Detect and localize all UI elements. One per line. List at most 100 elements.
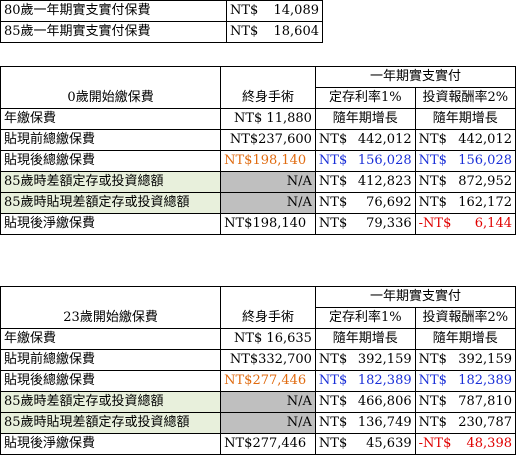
cell-c[interactable]: NT$ 230,787 [414,412,516,434]
amount: 412,823 [357,174,412,189]
amount: 466,806 [357,394,412,409]
cell-b[interactable]: NT$412,823 [314,171,416,193]
table-row: 貼現後淨繳保費 NT$277,446 NT$45,639 -NT$ 48,398 [0,433,516,455]
cell-a[interactable]: NT$332,700 [220,349,316,371]
col-deposit-rate[interactable]: 定存利率1% [314,87,416,109]
currency: NT$ [318,373,348,388]
cell-a[interactable]: NT$198,140 [220,150,316,172]
cell-a[interactable]: NT$ 11,880 [220,108,316,130]
currency: NT$ [418,373,447,388]
cell-b[interactable]: NT$136,749 [314,412,416,434]
currency: -NT$ [418,436,452,451]
cell-b[interactable]: NT$392,159 [314,349,416,371]
cell-b[interactable]: NT$76,692 [314,192,416,214]
row-label[interactable]: 貼現後淨繳保費 [0,213,222,235]
col-deposit-rate[interactable]: 定存利率1% [314,307,416,329]
amount: 442,012 [458,132,512,147]
cell-b[interactable]: NT$45,639 [314,433,416,455]
row-label[interactable]: 年繳保費 [0,328,222,350]
table-row: 貼現後總繳保費 NT$198,140 NT$156,028 NT$156,028 [0,150,516,172]
cell-b[interactable]: 隨年期增長 [314,328,416,350]
amount: 230,787 [458,415,512,430]
table-row: 85歲一年期實支實付保費 NT$18,604 [0,21,323,43]
currency: NT$ [418,132,447,147]
cell-c[interactable]: NT$ 156,028 [414,150,516,172]
cell-c[interactable]: NT$ 872,952 [414,171,516,193]
cell-a[interactable]: NT$237,600 [220,129,316,151]
amount: 156,028 [458,153,512,168]
cell-b[interactable]: NT$ 442,012 [314,129,416,151]
row-label[interactable]: 85歲時貼現差額定存或投資總額 [0,192,222,214]
cell-a[interactable]: N/A [220,171,316,193]
cell-c[interactable]: -NT$ 6,144 [414,213,516,235]
cell-b[interactable]: NT$156,028 [314,150,416,172]
cell-b[interactable]: NT$466,806 [314,391,416,413]
cell-a[interactable]: N/A [220,391,316,413]
section-age0-table: 0歲開始繳保費 終身手術 一年期實支實付 定存利率1% 投資報酬率2% 年繳保費… [0,66,516,235]
cell-a[interactable]: NT$ 16,635 [220,328,316,350]
row-label[interactable]: 貼現前總繳保費 [0,129,222,151]
cell-b[interactable]: 隨年期增長 [314,108,416,130]
cell-b[interactable]: NT$79,336 [314,213,416,235]
table-row: 85歲時貼現差額定存或投資總額 N/A NT$136,749 NT$ 230,78… [0,412,516,434]
cell-a[interactable]: NT$277,446 [220,370,316,392]
amount: 136,749 [357,415,412,430]
cell-b[interactable]: NT$182,389 [314,370,416,392]
cell-c[interactable]: -NT$ 48,398 [414,433,516,455]
cell-a[interactable]: NT$198,140 [220,213,316,235]
table-row: 85歲時貼現差額定存或投資總額 N/A NT$76,692 NT$ 162,172 [0,192,516,214]
currency: NT$ [318,153,348,168]
row-label[interactable]: 貼現後淨繳保費 [0,433,222,455]
currency: NT$ [318,216,348,231]
col-lifetime-surgery[interactable]: 終身手術 [220,286,316,329]
amount: 162,172 [458,195,512,210]
cell-c[interactable]: NT$182,389 [414,370,516,392]
currency: NT$ [418,352,447,367]
amount: 442,012 [357,132,412,147]
amount: 48,398 [466,436,513,451]
table-row: 年繳保費 NT$ 16,635 隨年期增長 隨年期增長 [0,328,516,350]
cell-c[interactable]: NT$ 442,012 [414,129,516,151]
summary-label-85[interactable]: 85歲一年期實支實付保費 [0,21,227,43]
summary-label-80[interactable]: 80歲一年期實支實付保費 [0,0,227,22]
cell-c[interactable]: 隨年期增長 [414,108,516,130]
cell-c[interactable]: NT$ 162,172 [414,192,516,214]
table-row: 貼現前總繳保費 NT$237,600 NT$ 442,012 NT$ 442,012 [0,129,516,151]
summary-value-80[interactable]: NT$14,089 [226,0,323,22]
section-title[interactable]: 0歲開始繳保費 [0,66,222,109]
cell-a[interactable]: N/A [220,412,316,434]
section-title[interactable]: 23歲開始繳保費 [0,286,222,329]
row-label[interactable]: 年繳保費 [0,108,222,130]
currency: NT$ [318,132,348,147]
row-label[interactable]: 85歲時差額定存或投資總額 [0,171,222,193]
col-group-reimbursement[interactable]: 一年期實支實付 [314,66,516,88]
cell-a[interactable]: N/A [220,192,316,214]
cell-c[interactable]: 隨年期增長 [414,328,516,350]
currency: NT$ [418,195,447,210]
cell-c[interactable]: NT$787,810 [414,391,516,413]
row-label[interactable]: 85歲時貼現差額定存或投資總額 [0,412,222,434]
row-label[interactable]: 85歲時差額定存或投資總額 [0,391,222,413]
table-row: 80歲一年期實支實付保費 NT$14,089 [0,0,323,22]
row-label[interactable]: 貼現前總繳保費 [0,349,222,371]
row-label[interactable]: 貼現後總繳保費 [0,370,222,392]
cell-c[interactable]: NT$392,159 [414,349,516,371]
currency: NT$ [230,3,259,18]
col-lifetime-surgery[interactable]: 終身手術 [220,66,316,109]
summary-value-85[interactable]: NT$18,604 [226,21,323,43]
currency: NT$ [318,195,348,210]
row-label[interactable]: 貼現後總繳保費 [0,150,222,172]
amount: 6,144 [474,216,512,231]
col-group-reimbursement[interactable]: 一年期實支實付 [314,286,516,308]
amount: 392,159 [357,352,412,367]
col-investment-return[interactable]: 投資報酬率2% [414,87,516,109]
header-row: 0歲開始繳保費 終身手術 一年期實支實付 [0,66,516,109]
col-investment-return[interactable]: 投資報酬率2% [414,307,516,329]
currency: NT$ [418,153,447,168]
table-row: 85歲時差額定存或投資總額 N/A NT$466,806 NT$787,810 [0,391,516,413]
cell-a[interactable]: NT$277,446 [220,433,316,455]
currency: NT$ [418,415,447,430]
currency: NT$ [418,174,447,189]
currency: -NT$ [418,216,452,231]
amount: 872,952 [458,174,512,189]
